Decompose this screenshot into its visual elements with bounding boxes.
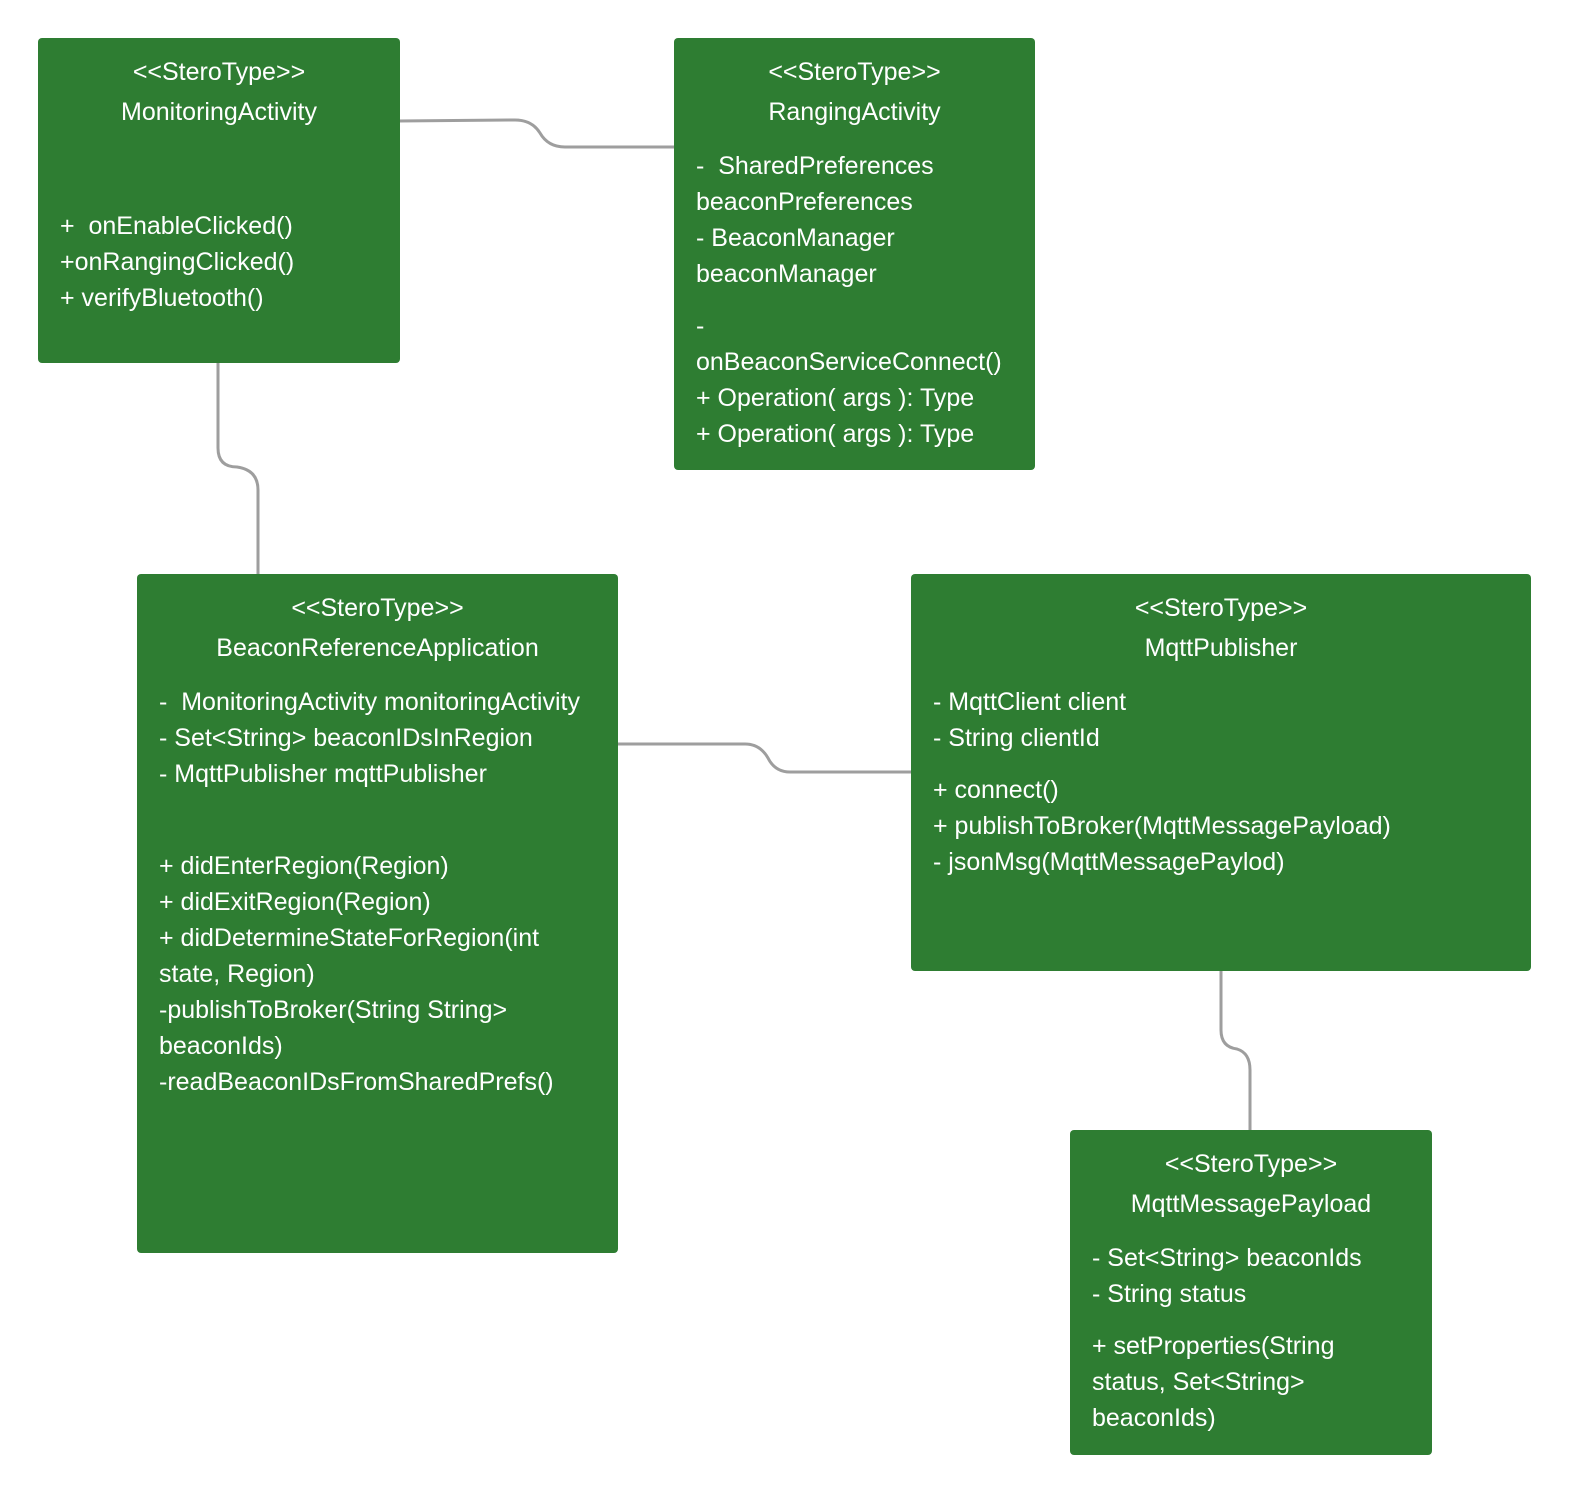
attributes-section: - MqttClient client - String clientId <box>933 684 1509 756</box>
stereotype-label: <<SteroType>> <box>291 594 464 622</box>
stereotype-label: <<SteroType>> <box>1164 1150 1338 1178</box>
operations-section: + didEnterRegion(Region) + didExitRegion… <box>159 848 596 1100</box>
class-box-ranging-activity[interactable]: <<SteroType>> RangingActivity - SharedPr… <box>674 38 1035 470</box>
class-name: MonitoringActivity <box>121 98 317 126</box>
class-box-beacon-reference-application[interactable]: <<SteroType>> BeaconReferenceApplication… <box>137 574 618 1253</box>
class-box-monitoring-activity[interactable]: <<SteroType>> MonitoringActivity + onEna… <box>38 38 400 363</box>
operation: + setProperties(String status, Set<Strin… <box>1092 1332 1342 1432</box>
operation: -readBeaconIDsFromSharedPrefs() <box>159 1068 554 1096</box>
operation: + Operation( args ): Type <box>696 420 975 448</box>
stereotype-label: <<SteroType>> <box>1134 594 1308 622</box>
connector-monitoring-ranging <box>397 118 676 149</box>
operations-section: + connect() + publishToBroker(MqttMessag… <box>933 772 1509 880</box>
operation: + publishToBroker(MqttMessagePayload) <box>933 812 1391 840</box>
operation: + Operation( args ): Type <box>696 384 975 412</box>
stereotype-label: <<SteroType>> <box>132 58 306 86</box>
class-box-mqtt-message-payload[interactable]: <<SteroType>> MqttMessagePayload - Set<S… <box>1070 1130 1432 1455</box>
operation: + onEnableClicked() <box>60 212 293 240</box>
operation: + connect() <box>933 776 1059 804</box>
operation: + verifyBluetooth() <box>60 284 264 312</box>
operations-section: - onBeaconServiceConnect() + Operation( … <box>696 308 1013 452</box>
operation: + didExitRegion(Region) <box>159 888 431 916</box>
stereotype-label: <<SteroType>> <box>768 58 941 86</box>
operations-section: + onEnableClicked() +onRangingClicked() … <box>60 208 378 316</box>
attribute: - MonitoringActivity monitoringActivity <box>159 688 580 716</box>
attribute: - Set<String> beaconIDsInRegion <box>159 724 533 752</box>
class-name: MqttPublisher <box>1144 634 1298 662</box>
attributes-section: - MonitoringActivity monitoringActivity … <box>159 684 596 792</box>
attributes-section: - Set<String> beaconIds - String status <box>1092 1240 1410 1312</box>
connector-beacon-app-mqtt-publisher <box>614 742 913 774</box>
attribute: - MqttPublisher mqttPublisher <box>159 760 487 788</box>
connector-mqtt-publisher-payload <box>1219 968 1252 1132</box>
connector-monitoring-beacon-app <box>216 360 260 576</box>
class-name: MqttMessagePayload <box>1130 1190 1372 1218</box>
attribute: - MqttClient client <box>933 688 1127 716</box>
class-name: BeaconReferenceApplication <box>216 634 539 662</box>
operation: -publishToBroker(String String> beaconId… <box>159 996 515 1060</box>
operations-section: + setProperties(String status, Set<Strin… <box>1092 1328 1410 1436</box>
operation: + didDetermineStateForRegion(int state, … <box>159 924 547 988</box>
attributes-section: - SharedPreferences beaconPreferences - … <box>696 148 1013 292</box>
attribute: - Set<String> beaconIds <box>1092 1244 1362 1272</box>
operation: - jsonMsg(MqttMessagePaylod) <box>933 848 1285 876</box>
attribute: - BeaconManager beaconManager <box>696 224 902 288</box>
attribute: - String clientId <box>933 724 1100 752</box>
operation: - onBeaconServiceConnect() <box>696 312 1002 376</box>
class-name: RangingActivity <box>768 98 941 126</box>
attribute: - String status <box>1092 1280 1247 1308</box>
attribute: - SharedPreferences beaconPreferences <box>696 152 941 216</box>
class-box-mqtt-publisher[interactable]: <<SteroType>> MqttPublisher - MqttClient… <box>911 574 1531 971</box>
operation: + didEnterRegion(Region) <box>159 852 449 880</box>
operation: +onRangingClicked() <box>60 248 295 276</box>
